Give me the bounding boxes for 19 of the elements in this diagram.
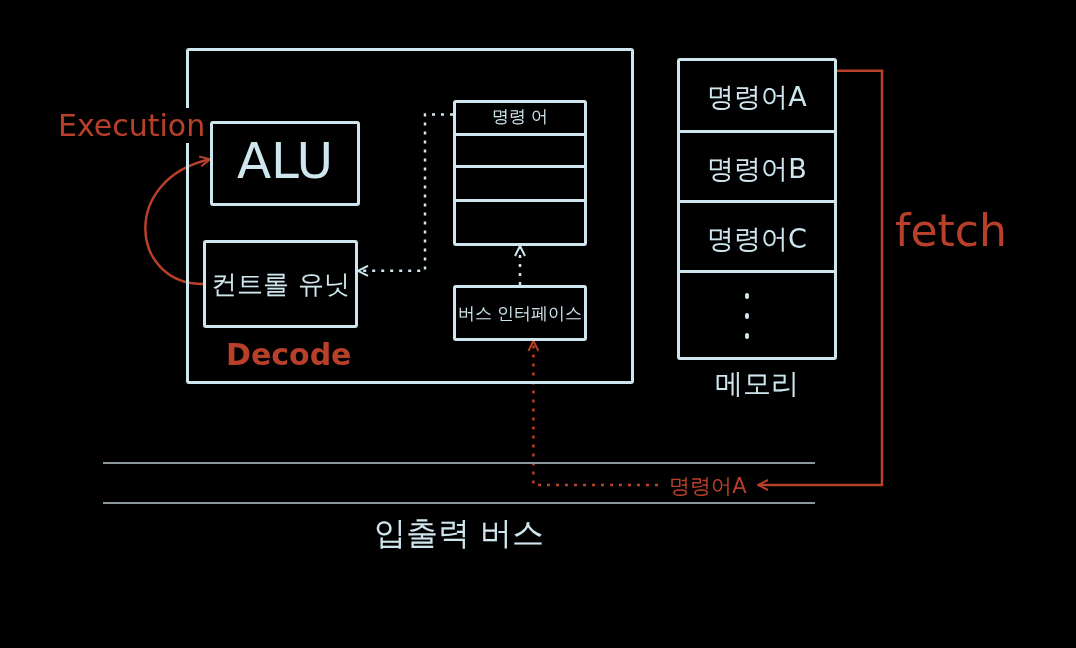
arrow	[527, 340, 658, 487]
bus-interface-box	[453, 285, 587, 341]
unit-label: 컨트롤 유닛	[210, 268, 351, 301]
register-box	[453, 100, 587, 246]
alu-box	[210, 121, 360, 206]
unit-label: ALU	[235, 132, 335, 190]
unit-label: 버스 인터페이스	[456, 302, 584, 325]
arrow	[144, 156, 211, 286]
instruction-label: 명령어A	[706, 80, 808, 114]
memory-label: 메모리	[714, 366, 800, 402]
instruction-label: 명령어B	[706, 152, 808, 186]
phase-label: Decode	[226, 337, 352, 372]
arrow	[514, 245, 526, 285]
arrow	[757, 69, 884, 491]
bus-label: 입출력 버스	[372, 513, 546, 554]
instruction-label: 명령어C	[706, 222, 808, 256]
arrow	[357, 113, 453, 277]
register-header: 명령 어	[490, 105, 550, 128]
instruction-label: 명령어A	[668, 473, 748, 500]
